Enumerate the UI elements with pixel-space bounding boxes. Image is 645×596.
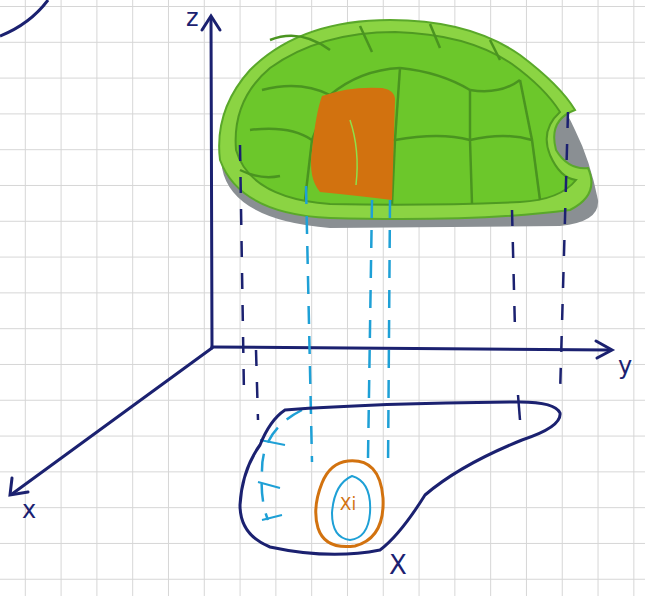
subregion-outline: Xi: [310, 458, 386, 550]
blue-strokes: [258, 440, 285, 520]
outline-path: [316, 461, 383, 547]
projection-lines: [240, 112, 568, 420]
axis-label: z: [186, 6, 199, 30]
tick: [518, 395, 520, 420]
blue-projection-lines: [262, 186, 390, 520]
inner-boundary: [332, 476, 370, 540]
outline-path: [240, 402, 560, 554]
region-outline: X Xi: [230, 395, 575, 590]
arc-stroke: [0, 0, 48, 36]
axis-label: x: [22, 498, 36, 522]
axis-label: y: [618, 354, 632, 378]
region-label: X: [389, 552, 407, 578]
turtle-shell: [219, 20, 598, 228]
axes: [10, 16, 612, 495]
region-label: Xi: [340, 496, 356, 513]
